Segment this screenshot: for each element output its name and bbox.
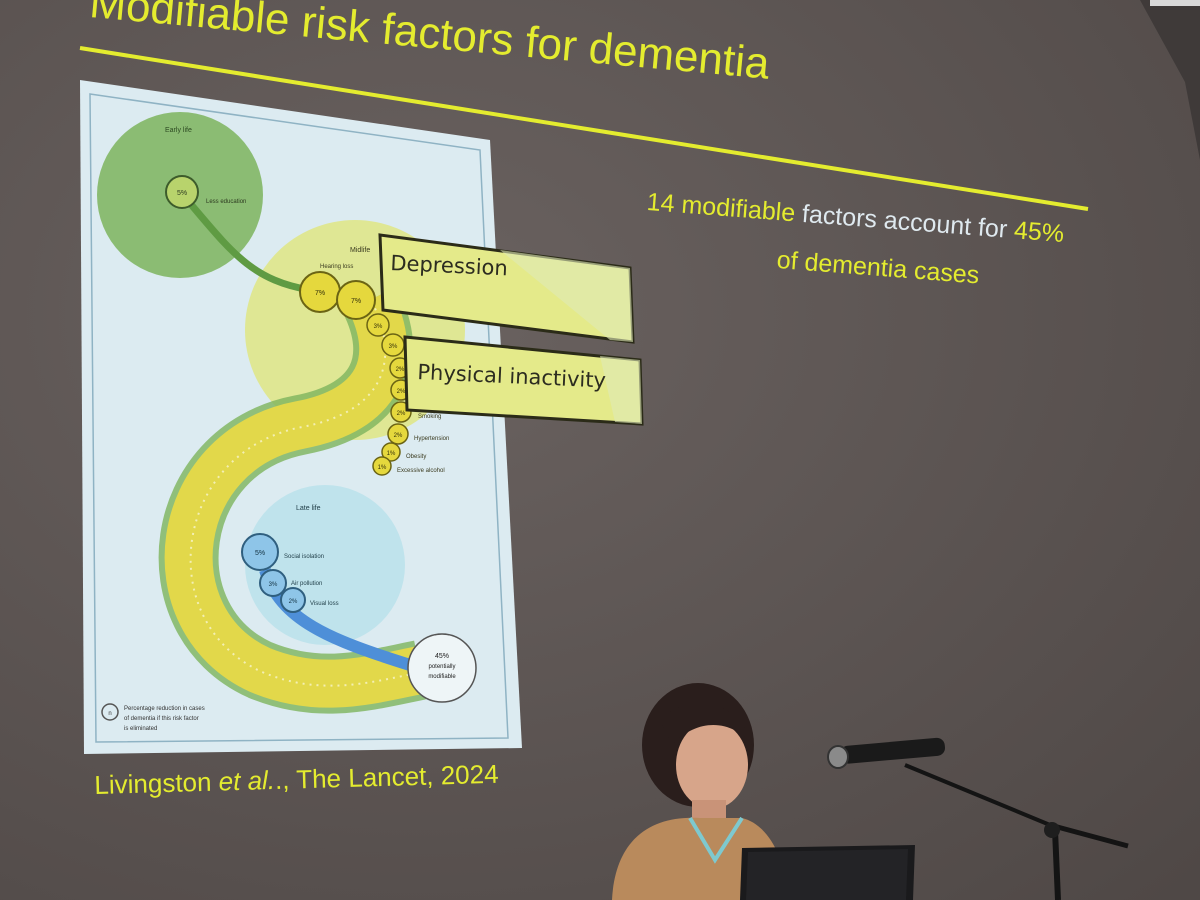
presenter-face xyxy=(676,721,748,809)
title-underline xyxy=(79,46,1089,211)
stand-clamp xyxy=(1044,822,1060,838)
figure-border xyxy=(89,93,509,743)
factor-bubble xyxy=(381,442,401,462)
presenter-fringe xyxy=(660,702,752,745)
stand-boom xyxy=(904,763,1051,827)
factor-name: Social isolation xyxy=(284,554,324,560)
factor-bubble xyxy=(372,456,392,476)
midlife-label: Midlife xyxy=(350,247,370,254)
citation-etal: et al. xyxy=(218,764,276,797)
factor-pct: 7% xyxy=(351,298,361,305)
factor-name: Hypertension xyxy=(414,436,449,442)
factor-name: Visual loss xyxy=(310,601,339,607)
legend-text: Percentage reduction in cases xyxy=(124,706,205,712)
factor-pct: 5% xyxy=(177,190,187,197)
factor-pct: 2% xyxy=(289,599,298,605)
factor-pct: 3% xyxy=(269,582,278,588)
ceiling-light xyxy=(1150,0,1200,6)
factor-pct: 5% xyxy=(255,550,265,557)
factor-bubble xyxy=(165,175,199,209)
microphone-head xyxy=(827,745,849,769)
ribbon-stripes xyxy=(189,301,423,687)
citation-author: Livingston xyxy=(94,766,212,800)
total-circle xyxy=(407,633,477,703)
legend-symbol xyxy=(101,703,119,721)
laptop-lid xyxy=(746,849,908,900)
claim-text: 45% xyxy=(1013,216,1066,249)
factor-pct: 3% xyxy=(374,324,383,330)
factor-name: Obesity xyxy=(406,454,426,460)
total-pct: 45% xyxy=(435,653,449,660)
factor-bubble xyxy=(336,280,376,320)
citation-rest: ., The Lancet, 2024 xyxy=(274,758,499,795)
callout-highlight xyxy=(600,356,642,424)
microphone-stand xyxy=(827,737,1129,900)
callout-highlight xyxy=(500,250,633,342)
legend-text: is eliminated xyxy=(124,726,157,732)
factor-name: Air pollution xyxy=(291,581,322,587)
factor-bubble xyxy=(241,533,279,571)
factor-pct: 2% xyxy=(397,411,406,417)
factor-pct: 1% xyxy=(387,451,396,457)
stand-pole xyxy=(1052,829,1061,900)
factor-pct: 2% xyxy=(397,389,406,395)
legend-text: of dementia if this risk factor xyxy=(124,716,199,722)
factor-name: Excessive alcohol xyxy=(397,468,445,474)
factor-bubble xyxy=(280,587,306,613)
factor-bubble xyxy=(387,423,409,445)
microphone-body xyxy=(840,737,945,764)
factor-pct: 2% xyxy=(394,433,403,439)
total-label: modifiable xyxy=(428,674,456,680)
legend-symbol-text: n xyxy=(108,711,111,717)
factor-bubble xyxy=(259,569,287,597)
early-life-label: Early life xyxy=(165,127,192,134)
cumulative-ribbon xyxy=(164,289,425,708)
early-life-connector xyxy=(180,192,311,294)
screen-edge xyxy=(1140,0,1200,160)
total-label: potentially xyxy=(428,664,455,670)
factor-name: Smoking xyxy=(418,414,441,420)
factor-pct: 1% xyxy=(378,465,387,471)
factor-pct: 2% xyxy=(396,367,405,373)
lanyard xyxy=(688,816,744,864)
factor-name: Hearing loss xyxy=(320,264,353,270)
stand-arm xyxy=(1049,822,1129,849)
late-life-label: Late life xyxy=(296,505,321,512)
factor-name: Less education xyxy=(206,199,246,205)
factor-pct: 7% xyxy=(315,290,325,297)
factor-bubble xyxy=(366,313,390,337)
factor-pct: 3% xyxy=(389,344,398,350)
